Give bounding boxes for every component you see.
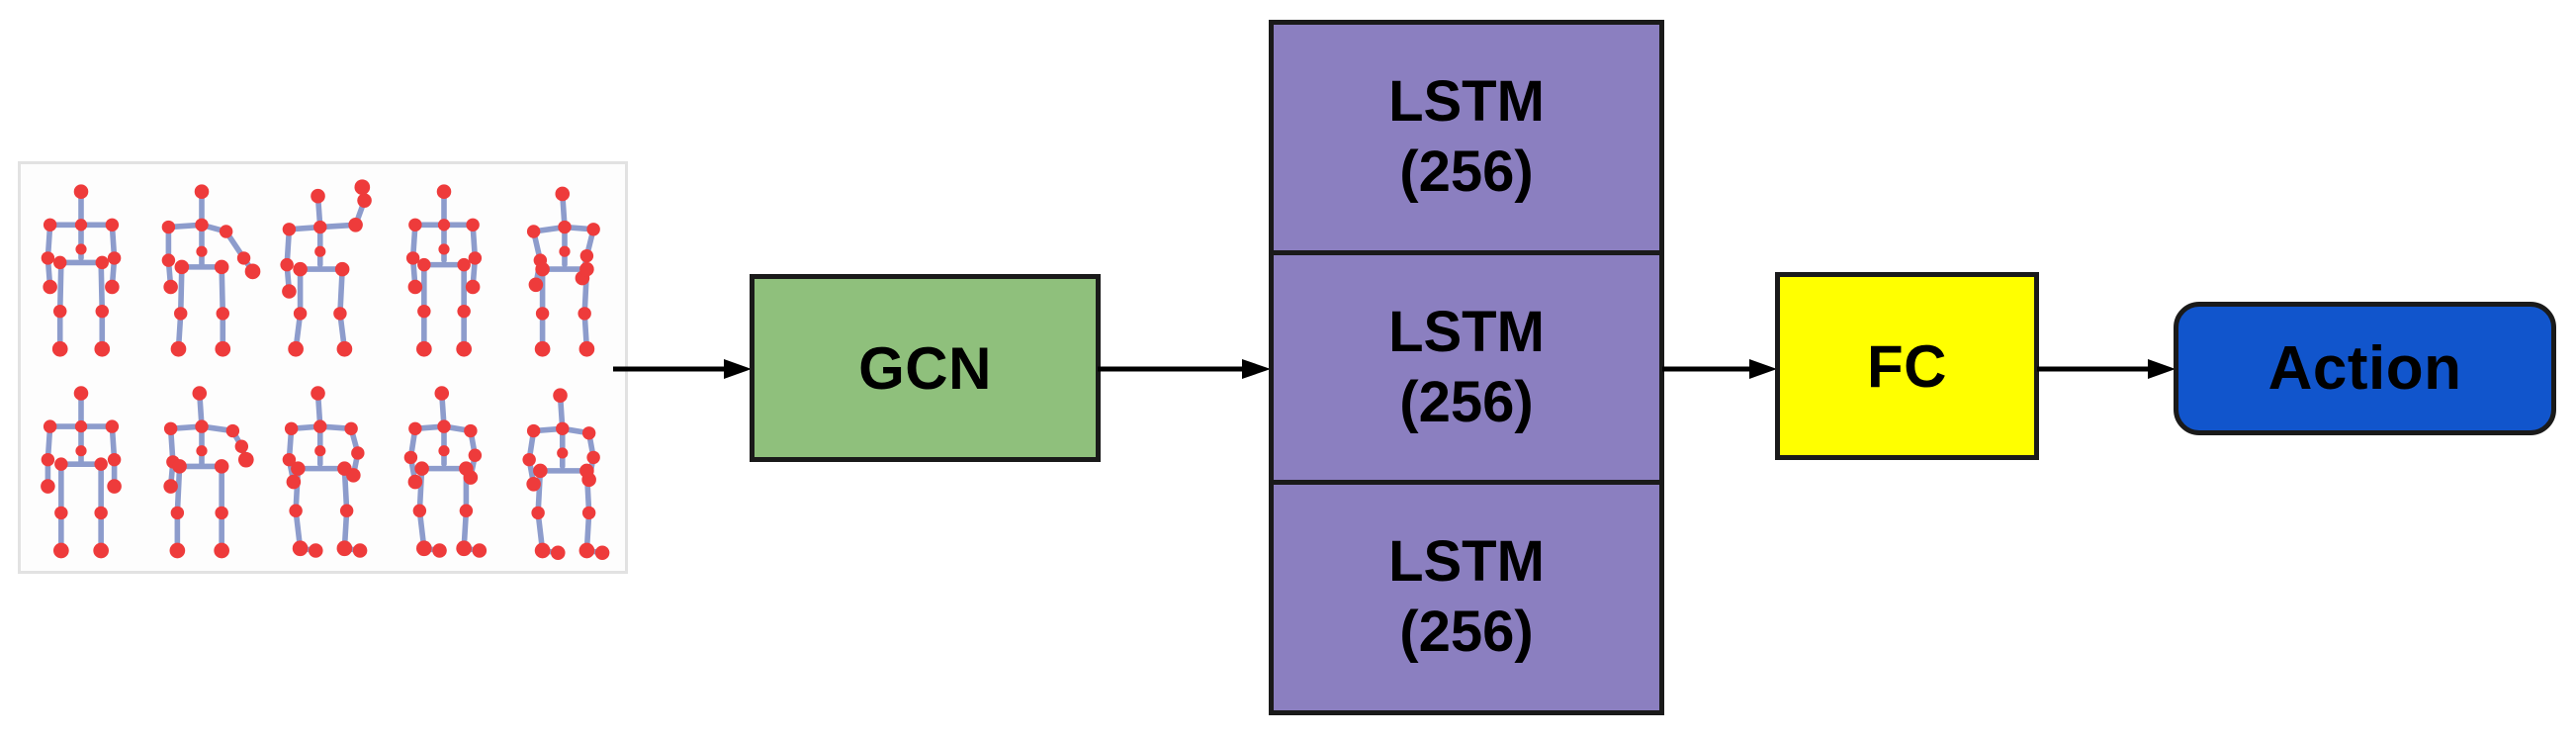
skeleton-pose-icon: [41, 385, 122, 558]
skeleton-frame: [146, 368, 257, 572]
skeleton-pose-icon: [280, 179, 373, 357]
skeleton-pose-icon: [163, 385, 254, 558]
fc-label: FC: [1867, 332, 1947, 400]
arrow-lstm-to-fc: [1662, 357, 1777, 381]
fc-node[interactable]: FC: [1775, 272, 2039, 460]
skeleton-pose-icon: [283, 385, 368, 558]
skeleton-sequence-panel: [18, 161, 628, 574]
lstm-cell-2-label: LSTM: [1388, 299, 1545, 364]
skeleton-frame: [389, 368, 499, 572]
skeleton-frame: [267, 368, 378, 572]
skeleton-frame: [509, 368, 620, 572]
lstm-cell-2-units: (256): [1399, 369, 1534, 434]
arrow-gcn-to-lstm: [1098, 357, 1271, 381]
lstm-cell-1-label: LSTM: [1388, 69, 1545, 135]
gcn-label: GCN: [858, 334, 992, 402]
arrow-skeletons-to-gcn: [613, 357, 752, 381]
skeleton-frame: [146, 164, 261, 368]
skeleton-frame: [509, 164, 620, 368]
skeleton-frame: [389, 164, 499, 368]
action-label: Action: [2267, 333, 2462, 403]
skeleton-frame: [267, 164, 378, 368]
skeleton-pose-icon: [403, 385, 487, 558]
arrow-fc-to-action: [2037, 357, 2176, 381]
skeleton-pose-icon: [161, 184, 261, 357]
lstm-cell-1[interactable]: LSTM (256): [1274, 25, 1659, 255]
skeleton-pose-icon: [41, 184, 122, 357]
lstm-cell-3-units: (256): [1399, 600, 1534, 665]
skeleton-pose-icon: [526, 186, 600, 357]
lstm-cell-2[interactable]: LSTM (256): [1274, 255, 1659, 486]
skeleton-frame: [26, 368, 136, 572]
skeleton-pose-icon: [522, 387, 610, 560]
gcn-node[interactable]: GCN: [750, 274, 1101, 462]
lstm-cell-1-units: (256): [1399, 139, 1534, 204]
lstm-cell-3[interactable]: LSTM (256): [1274, 485, 1659, 710]
skeleton-row: [21, 164, 625, 368]
lstm-cell-3-label: LSTM: [1388, 529, 1545, 595]
action-node[interactable]: Action: [2174, 302, 2556, 435]
skeleton-row: [21, 368, 625, 572]
skeleton-frame: [26, 164, 136, 368]
lstm-stack[interactable]: LSTM (256) LSTM (256) LSTM (256): [1269, 20, 1664, 715]
skeleton-pose-icon: [405, 184, 482, 357]
